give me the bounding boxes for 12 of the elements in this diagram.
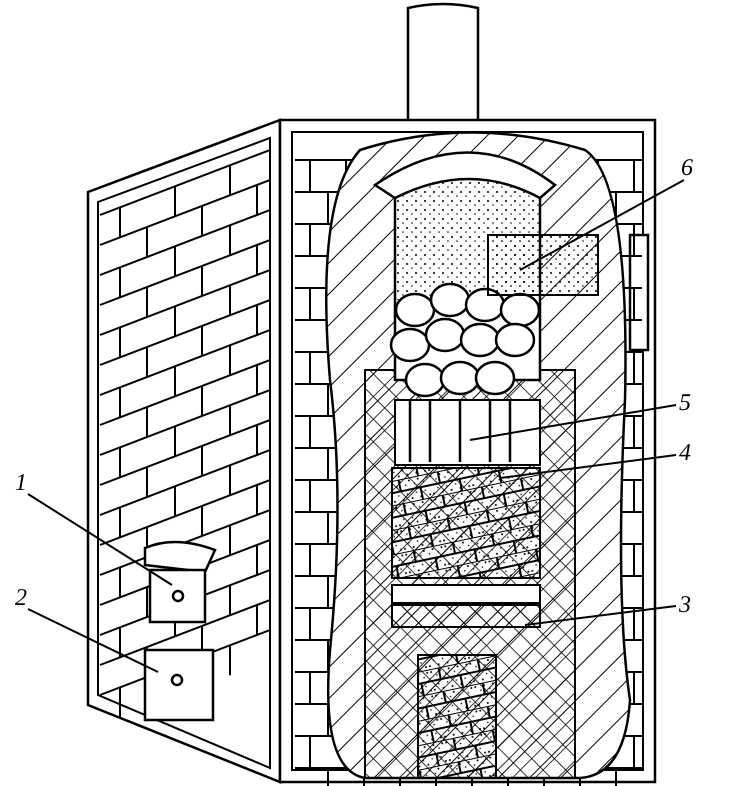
leader-line	[27, 493, 173, 586]
leader-line	[524, 605, 676, 626]
callout-number: 2	[12, 585, 30, 611]
leader-line	[500, 454, 676, 479]
callout-number: 5	[676, 390, 694, 416]
leader-line	[28, 608, 158, 673]
leader-line	[520, 179, 684, 271]
callout-number: 6	[678, 155, 696, 181]
leader-line	[470, 404, 676, 441]
callout-number: 3	[676, 592, 694, 618]
callout-number: 4	[676, 440, 694, 466]
callout-number: 1	[12, 470, 30, 496]
